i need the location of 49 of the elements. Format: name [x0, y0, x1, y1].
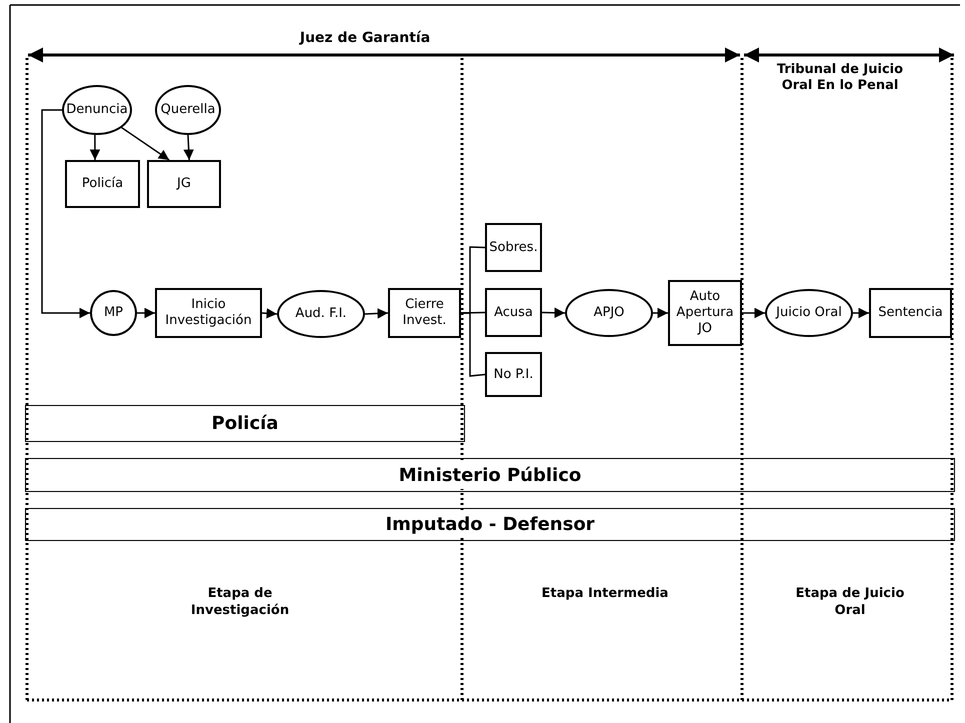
node-text: Juicio Oral	[776, 305, 842, 321]
role-band	[25, 458, 955, 492]
arrow	[137, 308, 155, 318]
node-text: Denuncia	[66, 102, 128, 118]
process-box	[147, 160, 221, 208]
process-box	[155, 288, 262, 338]
node-text: MP	[104, 305, 124, 321]
process-box	[869, 288, 952, 338]
node-text: JG	[177, 176, 191, 192]
process-box	[485, 352, 542, 397]
arrow	[542, 308, 566, 318]
stage-label: Etapa de Juicio Oral	[794, 585, 906, 619]
arrow	[364, 308, 388, 319]
node-text: Querella	[160, 102, 216, 118]
role-band	[25, 405, 465, 442]
process-box	[485, 223, 542, 272]
node-text: Sentencia	[878, 305, 943, 321]
arrow	[41, 109, 90, 318]
node-text: Policía	[82, 176, 124, 192]
process-box	[668, 280, 742, 346]
node-text: No P.I.	[494, 366, 534, 382]
node-text: Inicio Investigación	[164, 297, 253, 329]
ellipse-node	[565, 289, 653, 337]
arrow	[853, 308, 869, 318]
court-label: Tribunal de Juicio Oral En lo Penal	[776, 62, 904, 94]
ellipse-node	[155, 85, 221, 135]
ellipse-node	[765, 289, 853, 337]
ellipse-node	[90, 290, 137, 336]
stage-label: Etapa de Investigación	[190, 585, 290, 619]
node-text: Sobres.	[489, 240, 538, 256]
arrow	[121, 126, 170, 161]
node-text: Auto Apertura JO	[675, 289, 735, 337]
process-box	[388, 288, 461, 338]
role-band	[25, 508, 955, 541]
node-text: Acusa	[494, 304, 533, 320]
node-text: Aud. F.I.	[295, 306, 347, 322]
process-box	[485, 288, 542, 337]
arrow	[742, 308, 765, 318]
node-text: APJO	[594, 305, 624, 321]
court-label: Juez de Garantía	[298, 29, 432, 48]
node-text: Cierre Invest.	[402, 297, 448, 329]
stage-label: Etapa Intermedia	[540, 585, 670, 602]
arrow	[183, 134, 194, 160]
ellipse-node	[277, 290, 365, 338]
process-box	[65, 160, 140, 208]
arrow	[262, 308, 278, 319]
ellipse-node	[62, 85, 132, 135]
arrow	[653, 308, 668, 318]
arrow	[90, 135, 100, 160]
